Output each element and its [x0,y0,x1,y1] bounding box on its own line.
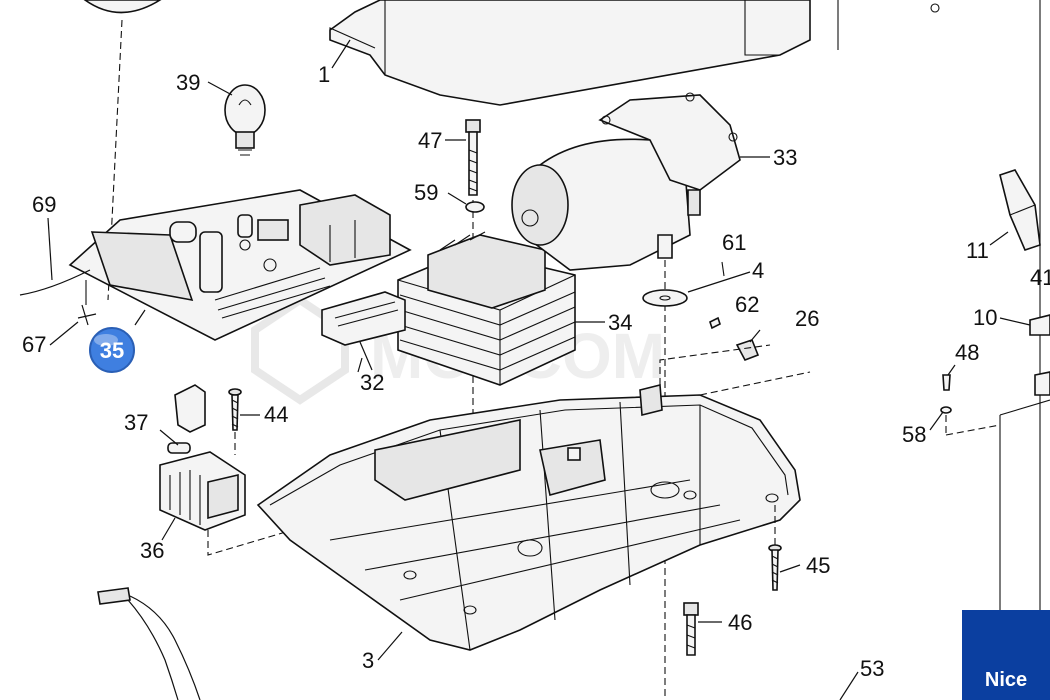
label-39: 39 [176,70,200,95]
label-32: 32 [360,370,384,395]
label-36: 36 [140,538,164,563]
label-48: 48 [955,340,979,365]
gear-washer-part [642,261,725,307]
label-67: 67 [22,332,46,357]
part-labels: 1 39 69 67 47 59 33 61 4 34 62 26 32 44 … [22,62,1050,681]
bracket-part [999,169,1041,251]
label-41: 41 [1030,265,1050,290]
right-hardware-part [940,314,1050,436]
badge-35-label: 35 [100,338,124,363]
small-screw-part [709,316,721,330]
label-34: 34 [608,310,632,335]
terminal-block-part [159,451,361,556]
label-33: 33 [773,145,797,170]
label-69: 69 [32,192,56,217]
base-part [256,344,811,651]
bolt-46-part [683,602,699,656]
label-3: 3 [362,648,374,673]
label-46: 46 [728,610,752,635]
label-47: 47 [418,128,442,153]
fuse-holder-part [167,384,206,454]
label-26: 26 [795,306,819,331]
highlight-badge-35[interactable]: 35 [89,327,135,373]
screw-44-part [228,388,242,455]
label-10: 10 [973,305,997,330]
washer-part [465,201,485,213]
leader-lines [47,39,1031,700]
wire-part [19,269,97,326]
brand-logo: Nice [962,610,1050,700]
brand-logo-text: Nice [984,669,1028,691]
bulb-part [224,84,266,156]
cable-part [97,587,201,700]
label-61: 61 [722,230,746,255]
motor-part [511,92,741,700]
label-45: 45 [806,553,830,578]
control-board-part [68,189,412,341]
label-11: 11 [966,238,989,263]
block-part [735,339,760,362]
label-53: 53 [860,656,884,681]
frame-lines [837,0,1050,700]
screw-45-part [768,505,782,591]
label-37: 37 [124,410,148,435]
transformer-part [397,231,576,386]
label-58: 58 [902,422,926,447]
label-4: 4 [752,258,764,283]
label-62: 62 [735,292,759,317]
label-44: 44 [264,402,288,427]
label-59: 59 [414,180,438,205]
cover-part [329,0,940,106]
connector-part [321,291,406,371]
label-1: 1 [318,62,330,87]
